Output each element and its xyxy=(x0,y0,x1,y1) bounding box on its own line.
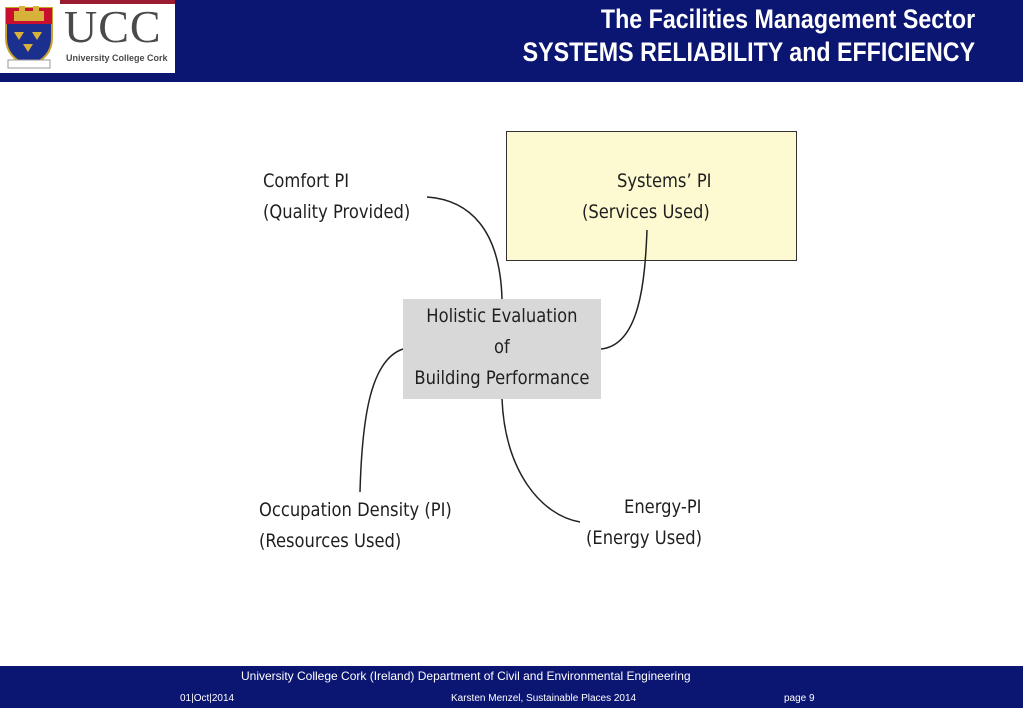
logo-accent-bar xyxy=(60,0,175,4)
occupation-density-label: Occupation Density (PI) (Resources Used) xyxy=(259,495,452,557)
crest-icon xyxy=(5,6,53,69)
logo-subtitle: University College Cork xyxy=(66,53,168,63)
logo-wordmark: UCC xyxy=(64,1,162,52)
center-line-2: of xyxy=(494,336,510,358)
center-line-1: Holistic Evaluation xyxy=(426,305,578,327)
energy-pi-label-2: (Energy Used) xyxy=(586,527,703,549)
footer-bar: University College Cork (Ireland) Depart… xyxy=(0,666,1023,708)
energy-pi-label-1: Energy-PI xyxy=(624,496,702,518)
comfort-line-1: Comfort PI xyxy=(263,170,350,192)
systems-pi-box xyxy=(506,131,797,261)
occupation-line-1: Occupation Density (PI) xyxy=(259,499,452,521)
footer-date: 01|Oct|2014 xyxy=(180,693,235,704)
slide-subtitle: SYSTEMS RELIABILITY and EFFICIENCY xyxy=(522,37,975,67)
footer-author: Karsten Menzel, Sustainable Places 2014 xyxy=(451,693,637,704)
center-line-3: Building Performance xyxy=(414,367,590,389)
header-bar: UCC University College Cork The Faciliti… xyxy=(0,0,1023,82)
comfort-pi-label: Comfort PI (Quality Provided) xyxy=(263,166,410,228)
connector-energy xyxy=(501,398,581,523)
systems-pi-label-2: (Services Used) xyxy=(582,201,710,223)
comfort-line-2: (Quality Provided) xyxy=(263,201,411,223)
systems-pi-label-1: Systems’ PI xyxy=(617,170,712,192)
connector-occupation xyxy=(359,348,404,493)
holistic-evaluation-box: Holistic Evaluation of Building Performa… xyxy=(403,299,601,399)
slide-title: The Facilities Management Sector xyxy=(600,4,975,34)
occupation-line-2: (Resources Used) xyxy=(259,530,402,552)
footer-page-number: page 9 xyxy=(784,693,815,704)
ucc-logo: UCC University College Cork xyxy=(0,0,175,73)
footer-institution: University College Cork (Ireland) Depart… xyxy=(241,669,691,683)
connector-systems xyxy=(600,229,648,350)
connector-comfort xyxy=(426,196,503,300)
